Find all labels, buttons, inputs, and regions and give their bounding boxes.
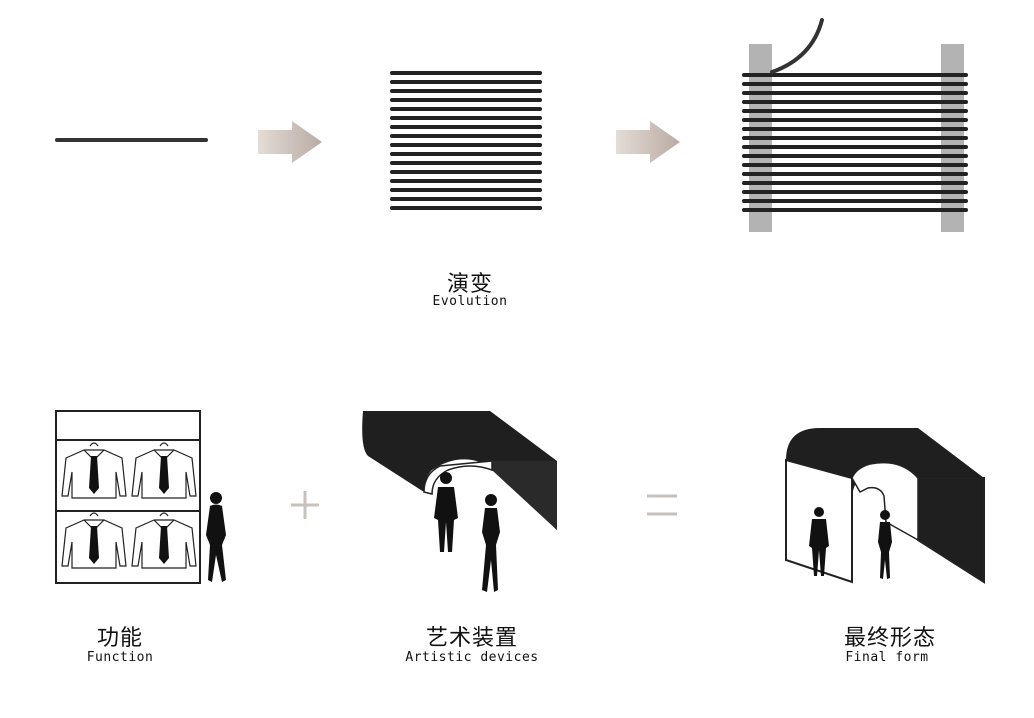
equals-icon <box>647 494 677 516</box>
function-label-zh: 功能 <box>96 626 143 651</box>
lines-on-posts <box>742 18 968 232</box>
evolution-label-en: Evolution <box>432 294 508 309</box>
artistic-label-en: Artistic devices <box>405 650 539 665</box>
wardrobe-illustration <box>55 410 201 584</box>
final-label-en: Final form <box>845 650 929 665</box>
evolution-label-zh: 演变 <box>446 272 493 297</box>
function-label-en: Function <box>86 650 154 665</box>
curved-line <box>770 18 824 74</box>
shirt-icon <box>61 442 127 499</box>
arrow-right-icon <box>616 121 680 163</box>
artistic-label-zh: 艺术装置 <box>425 626 518 651</box>
artistic-device-illustration <box>362 411 557 592</box>
shirt-icon <box>61 512 127 569</box>
arrow-right-icon <box>258 121 322 163</box>
woman-silhouette-icon <box>206 492 226 582</box>
shirt-icon <box>131 442 197 499</box>
final-form-illustration <box>785 428 985 584</box>
stacked-lines <box>390 71 542 210</box>
plus-icon <box>291 491 319 519</box>
shirt-icon <box>131 512 197 569</box>
final-label-zh: 最终形态 <box>843 626 936 651</box>
